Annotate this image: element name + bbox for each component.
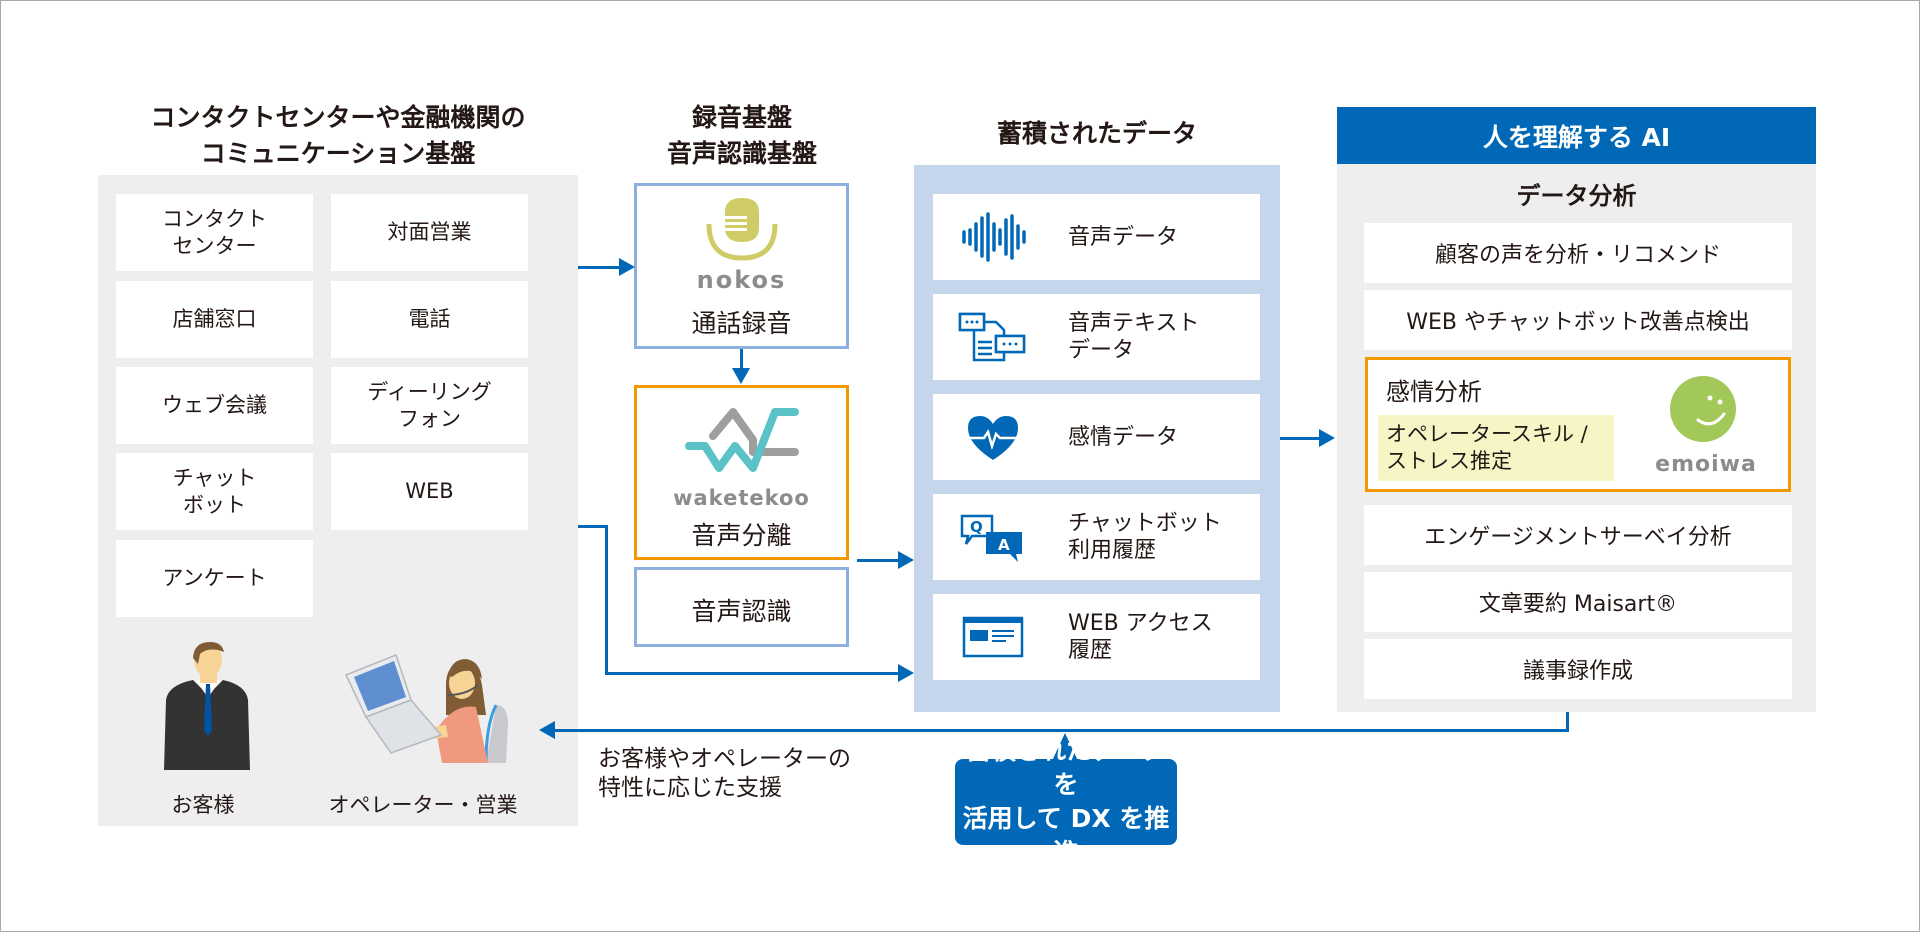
channel-phone: 電話 (331, 281, 528, 358)
operator-with-laptop-icon (344, 654, 508, 764)
person-operator-label: オペレーター・営業 (328, 793, 518, 817)
call-recording-label: 通話録音 (691, 309, 792, 338)
data-item-voice-label: 音声データ (1068, 224, 1179, 250)
speech-recognition-label: 音声認識 (691, 597, 792, 626)
data-item-voice-text: 音声テキスト データ (933, 294, 1260, 380)
data-item-chatbot-history: Q A チャットボット 利用履歴 (933, 494, 1260, 580)
channel-web: WEB (331, 453, 528, 530)
nokos-logo-text: nokos (696, 266, 787, 294)
channel-chatbot: チャット ボット (116, 453, 313, 530)
data-item-chatbot-history-label: チャットボット 利用履歴 (1068, 511, 1222, 563)
data-item-web-access-history: WEB アクセス 履歴 (933, 594, 1260, 680)
svg-text:A: A (998, 536, 1010, 554)
arrow-right-icon (619, 258, 635, 276)
emoiwa-logo-text: emoiwa (1655, 452, 1757, 477)
ai-item-engagement-survey: エンゲージメントサーベイ分析 (1364, 505, 1792, 565)
person-customer-label: お客様 (171, 793, 235, 817)
emotion-analysis-title: 感情分析 (1386, 378, 1482, 406)
ai-header: 人を理解する AI (1337, 107, 1816, 164)
arrow-right-icon (1319, 429, 1335, 447)
voice-separation-label: 音声分離 (691, 521, 792, 550)
support-text: お客様やオペレーターの 特性に応じた支援 (598, 746, 851, 801)
chat-document-icon (958, 312, 1026, 362)
ai-panel: データ分析 顧客の声を分析・リコメンド WEB やチャットボット改善点検出 感情… (1337, 164, 1816, 712)
channel-contact-center: コンタクト センター (116, 194, 313, 271)
dx-callout: 蓄積されたデータを 活用して DX を推進 (955, 736, 1177, 867)
ai-item-web-chatbot-improvement: WEB やチャットボット改善点検出 (1364, 290, 1792, 350)
arrow-right-icon (898, 551, 914, 569)
waketekoo-voice-separation-box: waketekoo 音声分離 (634, 385, 849, 560)
channel-store-counter: 店舗窓口 (116, 281, 313, 358)
connector-web-chat-bottom (605, 672, 899, 675)
communication-panel: コンタクト センター 対面営業 店舗窓口 電話 ウェブ会議 ディーリング フォン… (98, 175, 578, 826)
connector-nokos-to-waketekoo (740, 349, 743, 369)
data-item-emotion: 感情データ (933, 394, 1260, 480)
svg-text:Q: Q (970, 518, 983, 536)
operator-skill-stress-estimation: オペレータースキル / ストレス推定 (1378, 415, 1614, 481)
arrow-down-icon (732, 368, 750, 384)
channel-dealing-phone: ディーリング フォン (331, 367, 528, 444)
arrow-right-icon (898, 664, 914, 682)
heart-pulse-icon (966, 416, 1020, 460)
connector-web-chat-to-data (578, 525, 608, 528)
emotion-analysis-box: 感情分析 オペレータースキル / ストレス推定 emoiwa (1365, 357, 1791, 492)
data-item-web-access-history-label: WEB アクセス 履歴 (1068, 611, 1213, 663)
communication-title-line1: コンタクトセンターや金融機関の (150, 103, 526, 132)
data-item-voice: 音声データ (933, 194, 1260, 280)
recording-title-line2: 音声認識基盤 (666, 139, 817, 168)
smiley-face-icon (1670, 376, 1736, 442)
data-item-emotion-label: 感情データ (1068, 424, 1179, 450)
channel-web-meeting: ウェブ会議 (116, 367, 313, 444)
connector-ai-feedback-horizontal (554, 729, 1569, 732)
connector-ai-feedback-vertical (1566, 712, 1569, 732)
ai-item-minutes-creation: 議事録作成 (1364, 639, 1792, 699)
callout-pointer-icon (1052, 733, 1078, 761)
microphone-icon (706, 198, 778, 261)
connector-web-chat-vertical (605, 525, 608, 675)
communication-title: コンタクトセンターや金融機関の コミュニケーション基盤 (98, 100, 578, 172)
qa-bubble-icon: Q A (960, 514, 1022, 562)
businessman-icon (164, 642, 250, 770)
browser-window-icon (962, 616, 1024, 658)
stored-data-title: 蓄積されたデータ (996, 119, 1197, 148)
channel-survey: アンケート (116, 540, 313, 617)
data-item-voice-text-label: 音声テキスト データ (1068, 311, 1200, 363)
channel-face-to-face-sales: 対面営業 (331, 194, 528, 271)
ai-header-label: 人を理解する AI (1482, 122, 1671, 152)
ai-item-voice-of-customer: 顧客の声を分析・リコメンド (1364, 223, 1792, 283)
speech-recognition-box: 音声認識 (634, 567, 849, 647)
nokos-call-recording-box: nokos 通話録音 (634, 183, 849, 349)
arrow-left-icon (539, 721, 555, 739)
connector-communication-to-recording (578, 266, 620, 269)
connector-recording-to-data (857, 559, 899, 562)
ai-item-text-summarization: 文章要約 Maisart® (1364, 572, 1792, 632)
recording-title-line1: 録音基盤 (691, 103, 792, 132)
recording-title: 録音基盤 音声認識基盤 (620, 100, 864, 172)
communication-title-line2: コミュニケーション基盤 (200, 139, 476, 168)
waketekoo-logo-text: waketekoo (673, 486, 810, 510)
waveform-logo-icon (685, 408, 799, 472)
sound-wave-icon (962, 212, 1026, 262)
data-analysis-title: データ分析 (1516, 182, 1637, 210)
connector-data-to-ai (1280, 437, 1320, 440)
stored-data-panel: 音声データ 音声テキスト データ 感情データ Q (914, 165, 1280, 712)
